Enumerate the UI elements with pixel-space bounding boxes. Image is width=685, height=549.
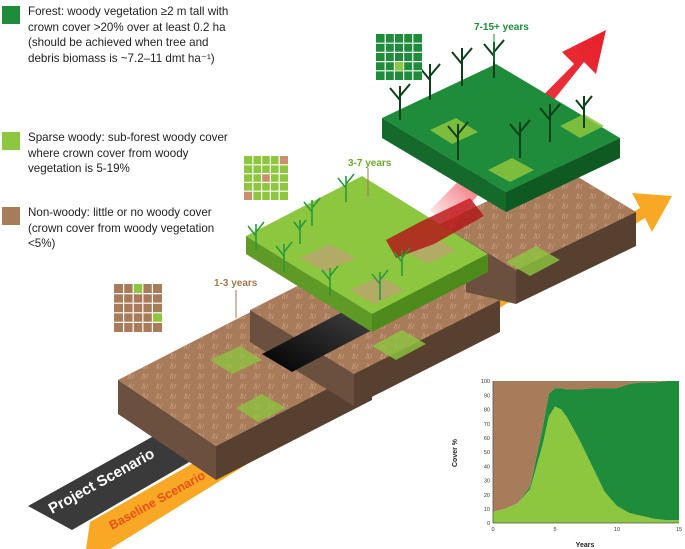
chart-axes: 0 10 20 30 40 50 60 70 80 90 100 0 5 10 15 xyxy=(481,379,682,533)
y-tick-label: 70 xyxy=(484,422,490,428)
project-tunnel xyxy=(262,308,376,372)
chart-areas xyxy=(493,381,679,523)
stage3-base-slab xyxy=(440,166,636,304)
forest-trees xyxy=(389,39,593,160)
legend-forest-text: Forest: woody vegetation ≥2 m tall with … xyxy=(28,5,229,65)
y-tick-label: 40 xyxy=(484,464,490,470)
y-tick-label: 0 xyxy=(487,521,490,527)
y-tick-label: 90 xyxy=(484,393,490,399)
y-tick-label: 10 xyxy=(484,507,490,513)
y-tick-label: 100 xyxy=(481,379,490,385)
y-tick-label: 60 xyxy=(484,436,490,442)
project-bar xyxy=(28,428,210,530)
y-tick-label: 50 xyxy=(484,450,490,456)
y-tick-label: 80 xyxy=(484,408,490,414)
sparse-grid-icon xyxy=(244,156,288,200)
stage2-board xyxy=(246,176,488,332)
cover-chart: 0 10 20 30 40 50 60 70 80 90 100 0 5 10 15 Cover % Yea… xyxy=(452,379,682,549)
chart-ylabel: Cover % xyxy=(452,438,459,467)
sparse-trees xyxy=(247,173,411,300)
legend-sparse-swatch xyxy=(2,132,20,150)
axis-lines xyxy=(492,381,679,524)
legend-nonwoody-text: Non-woody: little or no woody cover (cro… xyxy=(28,206,215,251)
stage-leaders xyxy=(235,168,369,318)
stage2-years-label: 3-7 years xyxy=(348,158,392,169)
stage3-board xyxy=(382,64,620,212)
legend-forest-swatch xyxy=(2,6,20,24)
area-forest xyxy=(493,381,679,521)
area-non-woody xyxy=(493,381,679,512)
x-tick-label: 5 xyxy=(553,527,556,533)
area-sparse-woody xyxy=(493,406,679,523)
y-tick-label: 30 xyxy=(484,479,490,485)
x-tick-label: 15 xyxy=(676,527,682,533)
x-tick-label: 10 xyxy=(614,527,620,533)
legend-sparse-text: Sparse woody: sub-forest woody cover whe… xyxy=(28,131,228,176)
y-tick-label: 20 xyxy=(484,493,490,499)
stage3-years-label: 7-15+ years xyxy=(474,22,529,33)
nonwoody-grid-icon xyxy=(114,284,162,332)
legend-nonwoody-swatch xyxy=(2,207,20,225)
forest-grid-icon xyxy=(376,34,422,80)
stage1-years-label: 1-3 years xyxy=(214,278,258,289)
x-tick-label: 0 xyxy=(491,527,494,533)
chart-xlabel: Years xyxy=(576,542,595,549)
